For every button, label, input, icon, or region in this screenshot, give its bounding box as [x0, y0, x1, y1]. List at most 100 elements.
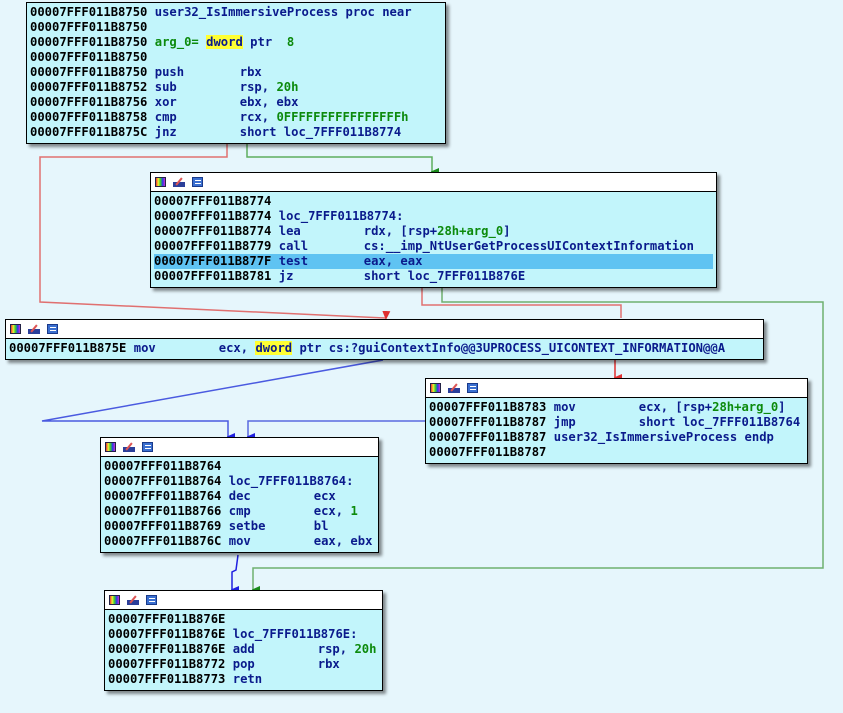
graph-colors-icon[interactable] — [105, 442, 116, 452]
address: 00007FFF011B877F — [154, 254, 272, 268]
node-listing: 00007FFF011B8764 00007FFF011B8764 loc_7F… — [101, 457, 378, 552]
mnemonic: mov — [553, 400, 576, 414]
address: 00007FFF011B876E — [108, 612, 226, 626]
graph-colors-icon[interactable] — [10, 324, 21, 334]
instruction-line[interactable]: 00007FFF011B876E — [108, 612, 379, 627]
edit-node-icon[interactable] — [448, 383, 460, 393]
basic-block-loc-876e[interactable]: 00007FFF011B876E 00007FFF011B876E loc_7F… — [104, 590, 383, 691]
instruction-line[interactable]: 00007FFF011B876E loc_7FFF011B876E: — [108, 627, 379, 642]
mnemonic: call — [278, 239, 309, 253]
basic-block-entry[interactable]: 00007FFF011B8750 user32_IsImmersiveProce… — [26, 2, 446, 144]
address: 00007FFF011B876E — [108, 627, 226, 641]
code-label: user32_IsImmersiveProcess proc near — [154, 5, 412, 19]
listing-icon[interactable] — [146, 595, 157, 605]
instruction-line[interactable]: 00007FFF011B8750 — [30, 20, 442, 35]
instruction-line[interactable]: 00007FFF011B8764 — [104, 459, 375, 474]
numeric-operand: 28h+arg_0 — [712, 400, 779, 414]
node-header — [105, 591, 382, 610]
mnemonic: mov — [133, 341, 156, 355]
mnemonic: jnz — [154, 125, 177, 139]
basic-block-loc-8764[interactable]: 00007FFF011B8764 00007FFF011B8764 loc_7F… — [100, 437, 379, 553]
edit-node-icon[interactable] — [28, 324, 40, 334]
address: 00007FFF011B876C — [104, 534, 222, 548]
operand: ecx, [rsp+ — [638, 400, 713, 414]
address: 00007FFF011B8750 — [30, 5, 148, 19]
listing-icon[interactable] — [47, 324, 58, 334]
code-label: loc_7FFF011B8764: — [228, 474, 354, 488]
node-header — [6, 320, 763, 339]
instruction-line[interactable]: 00007FFF011B8750 arg_0= dword ptr 8 — [30, 35, 442, 50]
instruction-line[interactable]: 00007FFF011B8774 — [154, 194, 713, 209]
operand-tail: ] — [503, 224, 511, 238]
edge-n2-to-n4-false — [421, 287, 622, 318]
listing-icon[interactable] — [467, 383, 478, 393]
instruction-line[interactable]: 00007FFF011B8773 retn — [108, 672, 379, 687]
node-listing: 00007FFF011B8774 00007FFF011B8774 loc_7F… — [151, 192, 716, 287]
address: 00007FFF011B8787 — [429, 445, 547, 459]
mnemonic: push — [154, 65, 185, 79]
numeric-operand: 20h — [276, 80, 299, 94]
listing-icon[interactable] — [192, 177, 203, 187]
operand: ebx, ebx — [239, 95, 299, 109]
graph-colors-icon[interactable] — [155, 177, 166, 187]
code-label: user32_IsImmersiveProcess endp — [553, 430, 774, 444]
address: 00007FFF011B8774 — [154, 194, 272, 208]
address: 00007FFF011B875C — [30, 125, 148, 139]
mnemonic: jmp — [553, 415, 576, 429]
address: 00007FFF011B8787 — [429, 415, 547, 429]
address: 00007FFF011B8764 — [104, 459, 222, 473]
mnemonic: sub — [154, 80, 177, 94]
listing-icon[interactable] — [142, 442, 153, 452]
operand: ecx, — [218, 341, 256, 355]
edit-node-icon[interactable] — [123, 442, 135, 452]
mnemonic: test — [278, 254, 309, 268]
node-header — [426, 379, 807, 398]
instruction-line[interactable]: 00007FFF011B8764 loc_7FFF011B8764: — [104, 474, 375, 489]
operand: cs:__imp_NtUserGetProcessUIContextInform… — [363, 239, 694, 253]
instruction-line[interactable]: 00007FFF011B8750 user32_IsImmersiveProce… — [30, 5, 442, 20]
address: 00007FFF011B8750 — [30, 20, 148, 34]
instruction-line[interactable]: 00007FFF011B8787 user32_IsImmersiveProce… — [429, 430, 804, 445]
node-listing: 00007FFF011B876E 00007FFF011B876E loc_7F… — [105, 610, 382, 690]
operand-tail: ptr cs:?guiContextInfo@@3UPROCESS_UICONT… — [292, 341, 726, 355]
node-header — [151, 173, 716, 192]
instruction-line[interactable]: 00007FFF011B8779 call cs:__imp_NtUserGetP… — [154, 239, 713, 254]
basic-block-loc-8774[interactable]: 00007FFF011B8774 00007FFF011B8774 loc_7F… — [150, 172, 717, 288]
instruction-line[interactable]: 00007FFF011B8774 loc_7FFF011B8774: — [154, 209, 713, 224]
address: 00007FFF011B8774 — [154, 209, 272, 223]
highlighted-token: dword — [255, 341, 293, 355]
graph-colors-icon[interactable] — [430, 383, 441, 393]
arg-name: arg_0= — [154, 35, 199, 49]
mnemonic: pop — [232, 657, 255, 671]
graph-colors-icon[interactable] — [109, 595, 120, 605]
edit-node-icon[interactable] — [173, 177, 185, 187]
address: 00007FFF011B8779 — [154, 239, 272, 253]
edge-n5-to-n6 — [232, 554, 238, 590]
address: 00007FFF011B8783 — [429, 400, 547, 414]
mnemonic: retn — [232, 672, 263, 686]
operand: ecx — [313, 489, 336, 503]
instruction-line[interactable]: 00007FFF011B8750 — [30, 50, 442, 65]
instruction-line[interactable]: 00007FFF011B8787 — [429, 445, 804, 460]
edge-n4-to-n5 — [248, 420, 426, 437]
edit-node-icon[interactable] — [127, 595, 139, 605]
